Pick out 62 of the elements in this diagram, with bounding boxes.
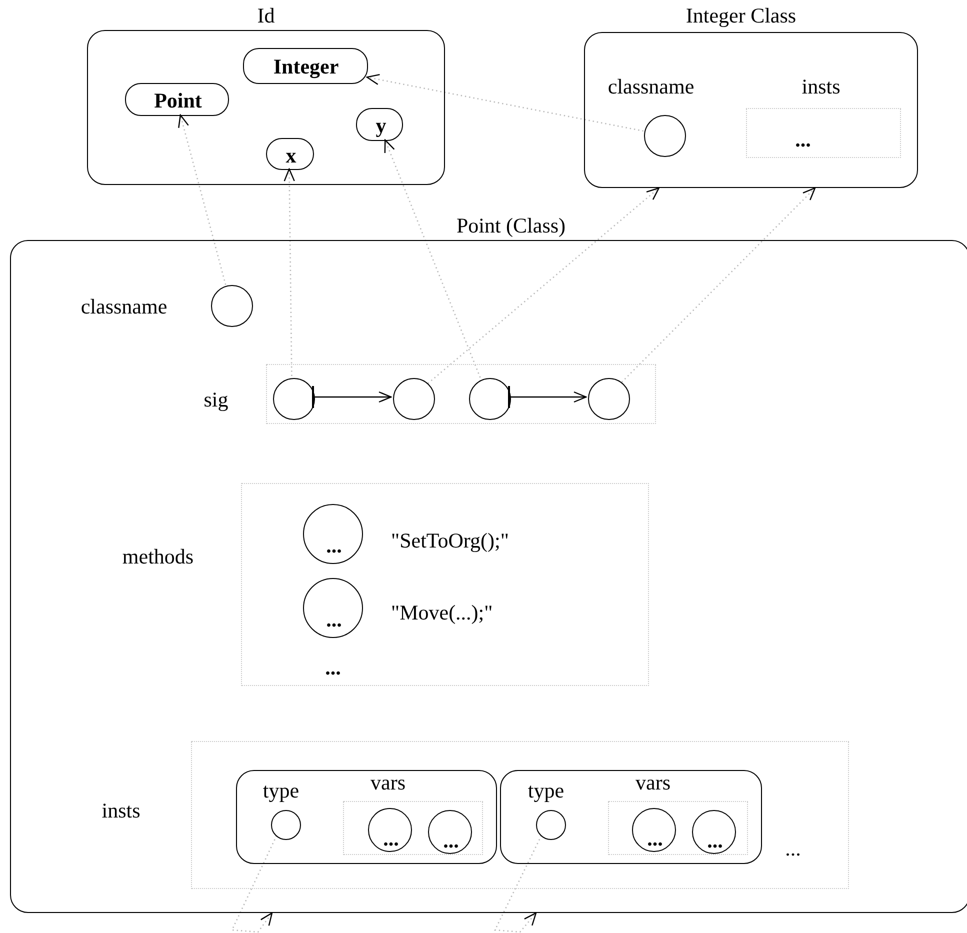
instance-box — [236, 770, 497, 864]
slot-circle — [644, 115, 686, 157]
ellipsis-text: ... — [383, 828, 399, 850]
identifier-text: y — [376, 116, 386, 136]
identifier-box — [125, 83, 229, 116]
maps-to-arrow — [312, 385, 392, 409]
ellipsis-text: ... — [795, 130, 811, 150]
slot-circle — [273, 378, 315, 420]
ellipsis-text: ... — [647, 828, 663, 850]
box-title: Integer Class — [686, 6, 796, 26]
dotted-group-box — [241, 483, 649, 686]
box-title: Id — [257, 6, 275, 26]
arrow — [621, 187, 816, 383]
identifier-text: x — [286, 146, 296, 166]
slot-circle — [469, 378, 511, 420]
slot-circle — [536, 810, 566, 840]
dotted-group-box — [191, 741, 849, 889]
ellipsis-text: ... — [443, 830, 459, 852]
slot-circle — [271, 810, 301, 840]
identifier-box — [266, 138, 314, 170]
value-circle — [428, 810, 472, 854]
slot-circle — [393, 378, 435, 420]
field-label: type — [262, 780, 300, 802]
method-code: "Move(...);" — [391, 602, 493, 624]
arrow — [494, 835, 542, 933]
ellipsis-text: ... — [325, 658, 341, 678]
ellipsis-text: ... — [326, 536, 342, 556]
field-label: classname — [80, 296, 168, 318]
dotted-group-box — [266, 364, 656, 424]
field-label: methods — [122, 546, 194, 568]
ellipsis-text: ... — [785, 838, 801, 860]
field-label: insts — [102, 800, 140, 822]
arrow — [284, 168, 295, 376]
field-label: classname — [608, 76, 694, 98]
instance-box — [500, 770, 762, 864]
value-circle — [692, 810, 736, 854]
arrow — [178, 114, 226, 285]
arrow — [231, 835, 278, 933]
method-code: "SetToOrg();" — [391, 530, 509, 552]
identifier-text: Point — [154, 90, 202, 112]
identifier-box — [243, 48, 368, 84]
identifier-box — [356, 108, 403, 141]
arrow — [428, 187, 660, 384]
value-circle — [632, 808, 676, 852]
field-label: insts — [802, 76, 840, 98]
field-label: vars — [370, 772, 406, 794]
value-circle — [368, 808, 412, 852]
identifier-text: Integer — [273, 56, 339, 78]
dotted-group-box — [746, 108, 901, 158]
field-label: type — [528, 780, 564, 802]
dotted-group-box — [343, 801, 483, 855]
field-label: sig — [204, 390, 228, 410]
arrow — [384, 139, 481, 378]
maps-to-arrow — [508, 385, 587, 409]
ellipsis-text: ... — [326, 610, 342, 630]
dotted-group-box — [608, 801, 748, 855]
box-title: Point (Class) — [456, 216, 566, 236]
arrow — [366, 74, 644, 132]
slot-circle — [588, 378, 630, 420]
ellipsis-text: ... — [707, 830, 723, 852]
slot-circle — [211, 285, 253, 327]
field-label: vars — [636, 772, 670, 794]
